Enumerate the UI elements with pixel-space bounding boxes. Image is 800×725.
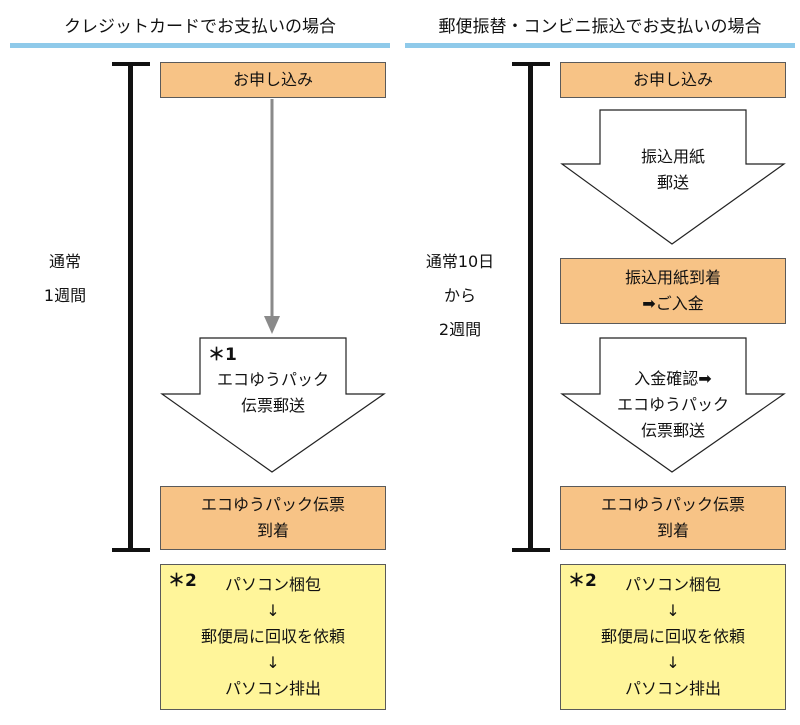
left-final-box: パソコン梱包 ↓ 郵便局に回収を依頼 ↓ パソコン排出 (160, 564, 386, 710)
right-duration-line: から (443, 286, 476, 305)
left-arrow-note: ＊1 (208, 345, 237, 365)
right-header-rule (405, 43, 795, 48)
right-mail-arrow-line: 郵送 (656, 173, 689, 192)
right-arrive-line: エコゆうパック伝票 (600, 495, 745, 514)
right-timeline-bottom (512, 548, 550, 552)
left-final-line: パソコン排出 (224, 679, 321, 698)
left-apply-label: お申し込み (232, 70, 313, 89)
right-final-line: パソコン排出 (624, 679, 721, 698)
right-payment-line: ➡ご入金 (642, 294, 704, 313)
right-send-arrow-line: 伝票郵送 (640, 421, 705, 440)
right-mail-arrow-shape (560, 109, 786, 245)
left-arrive-line: エコゆうパック伝票 (200, 495, 345, 514)
left-arrive-box: エコゆうパック伝票 到着 (160, 486, 386, 550)
right-final-line: パソコン梱包 (624, 575, 721, 594)
right-header: 郵便振替・コンビニ振込でお支払いの場合 (438, 17, 762, 37)
left-duration-label: 通常 1週間 (25, 245, 105, 313)
right-payment-box: 振込用紙到着 ➡ご入金 (560, 258, 786, 324)
left-header: クレジットカードでお支払いの場合 (64, 17, 336, 37)
right-arrive-box: エコゆうパック伝票 到着 (560, 486, 786, 550)
left-arrow-text: エコゆうパック 伝票郵送 (200, 367, 346, 419)
right-payment-line: 振込用紙到着 (624, 268, 721, 287)
right-final-line: ↓ (666, 653, 680, 672)
right-apply-box: お申し込み (560, 62, 786, 98)
left-duration-line: 1週間 (43, 286, 87, 305)
right-final-line: 郵便局に回収を依頼 (600, 627, 745, 646)
right-final-line: ↓ (666, 601, 680, 620)
left-duration-line: 通常 (48, 252, 81, 271)
right-final-box: パソコン梱包 ↓ 郵便局に回収を依頼 ↓ パソコン排出 (560, 564, 786, 710)
left-final-line: ↓ (266, 653, 280, 672)
left-arrow-line: 伝票郵送 (240, 396, 305, 415)
right-send-arrow-line: エコゆうパック (616, 395, 729, 414)
right-mail-arrow-text: 振込用紙 郵送 (600, 144, 746, 196)
left-final-line: 郵便局に回収を依頼 (200, 627, 345, 646)
left-arrow-line: エコゆうパック (216, 370, 329, 389)
left-timeline-line (128, 62, 133, 552)
left-send-arrow-shape (160, 337, 386, 473)
right-duration-line: 2週間 (438, 320, 482, 339)
right-send-arrow-shape (560, 337, 786, 473)
right-send-arrow-line: 入金確認➡ (634, 369, 712, 388)
left-final-line: ↓ (266, 601, 280, 620)
left-connector-head (264, 316, 280, 334)
right-arrive-line: 到着 (656, 521, 689, 540)
left-apply-box: お申し込み (160, 62, 386, 98)
left-final-note: ＊2 (168, 571, 197, 591)
left-final-line: パソコン梱包 (224, 575, 321, 594)
right-send-arrow-text: 入金確認➡ エコゆうパック 伝票郵送 (598, 366, 748, 444)
left-header-rule (10, 43, 390, 48)
left-arrive-line: 到着 (256, 521, 289, 540)
right-apply-label: お申し込み (632, 70, 713, 89)
right-duration-label: 通常10日 から 2週間 (410, 245, 510, 347)
right-timeline-line (528, 62, 533, 552)
right-duration-line: 通常10日 (425, 252, 495, 271)
right-mail-arrow-line: 振込用紙 (640, 147, 705, 166)
right-final-note: ＊2 (568, 571, 597, 591)
left-timeline-bottom (112, 548, 150, 552)
